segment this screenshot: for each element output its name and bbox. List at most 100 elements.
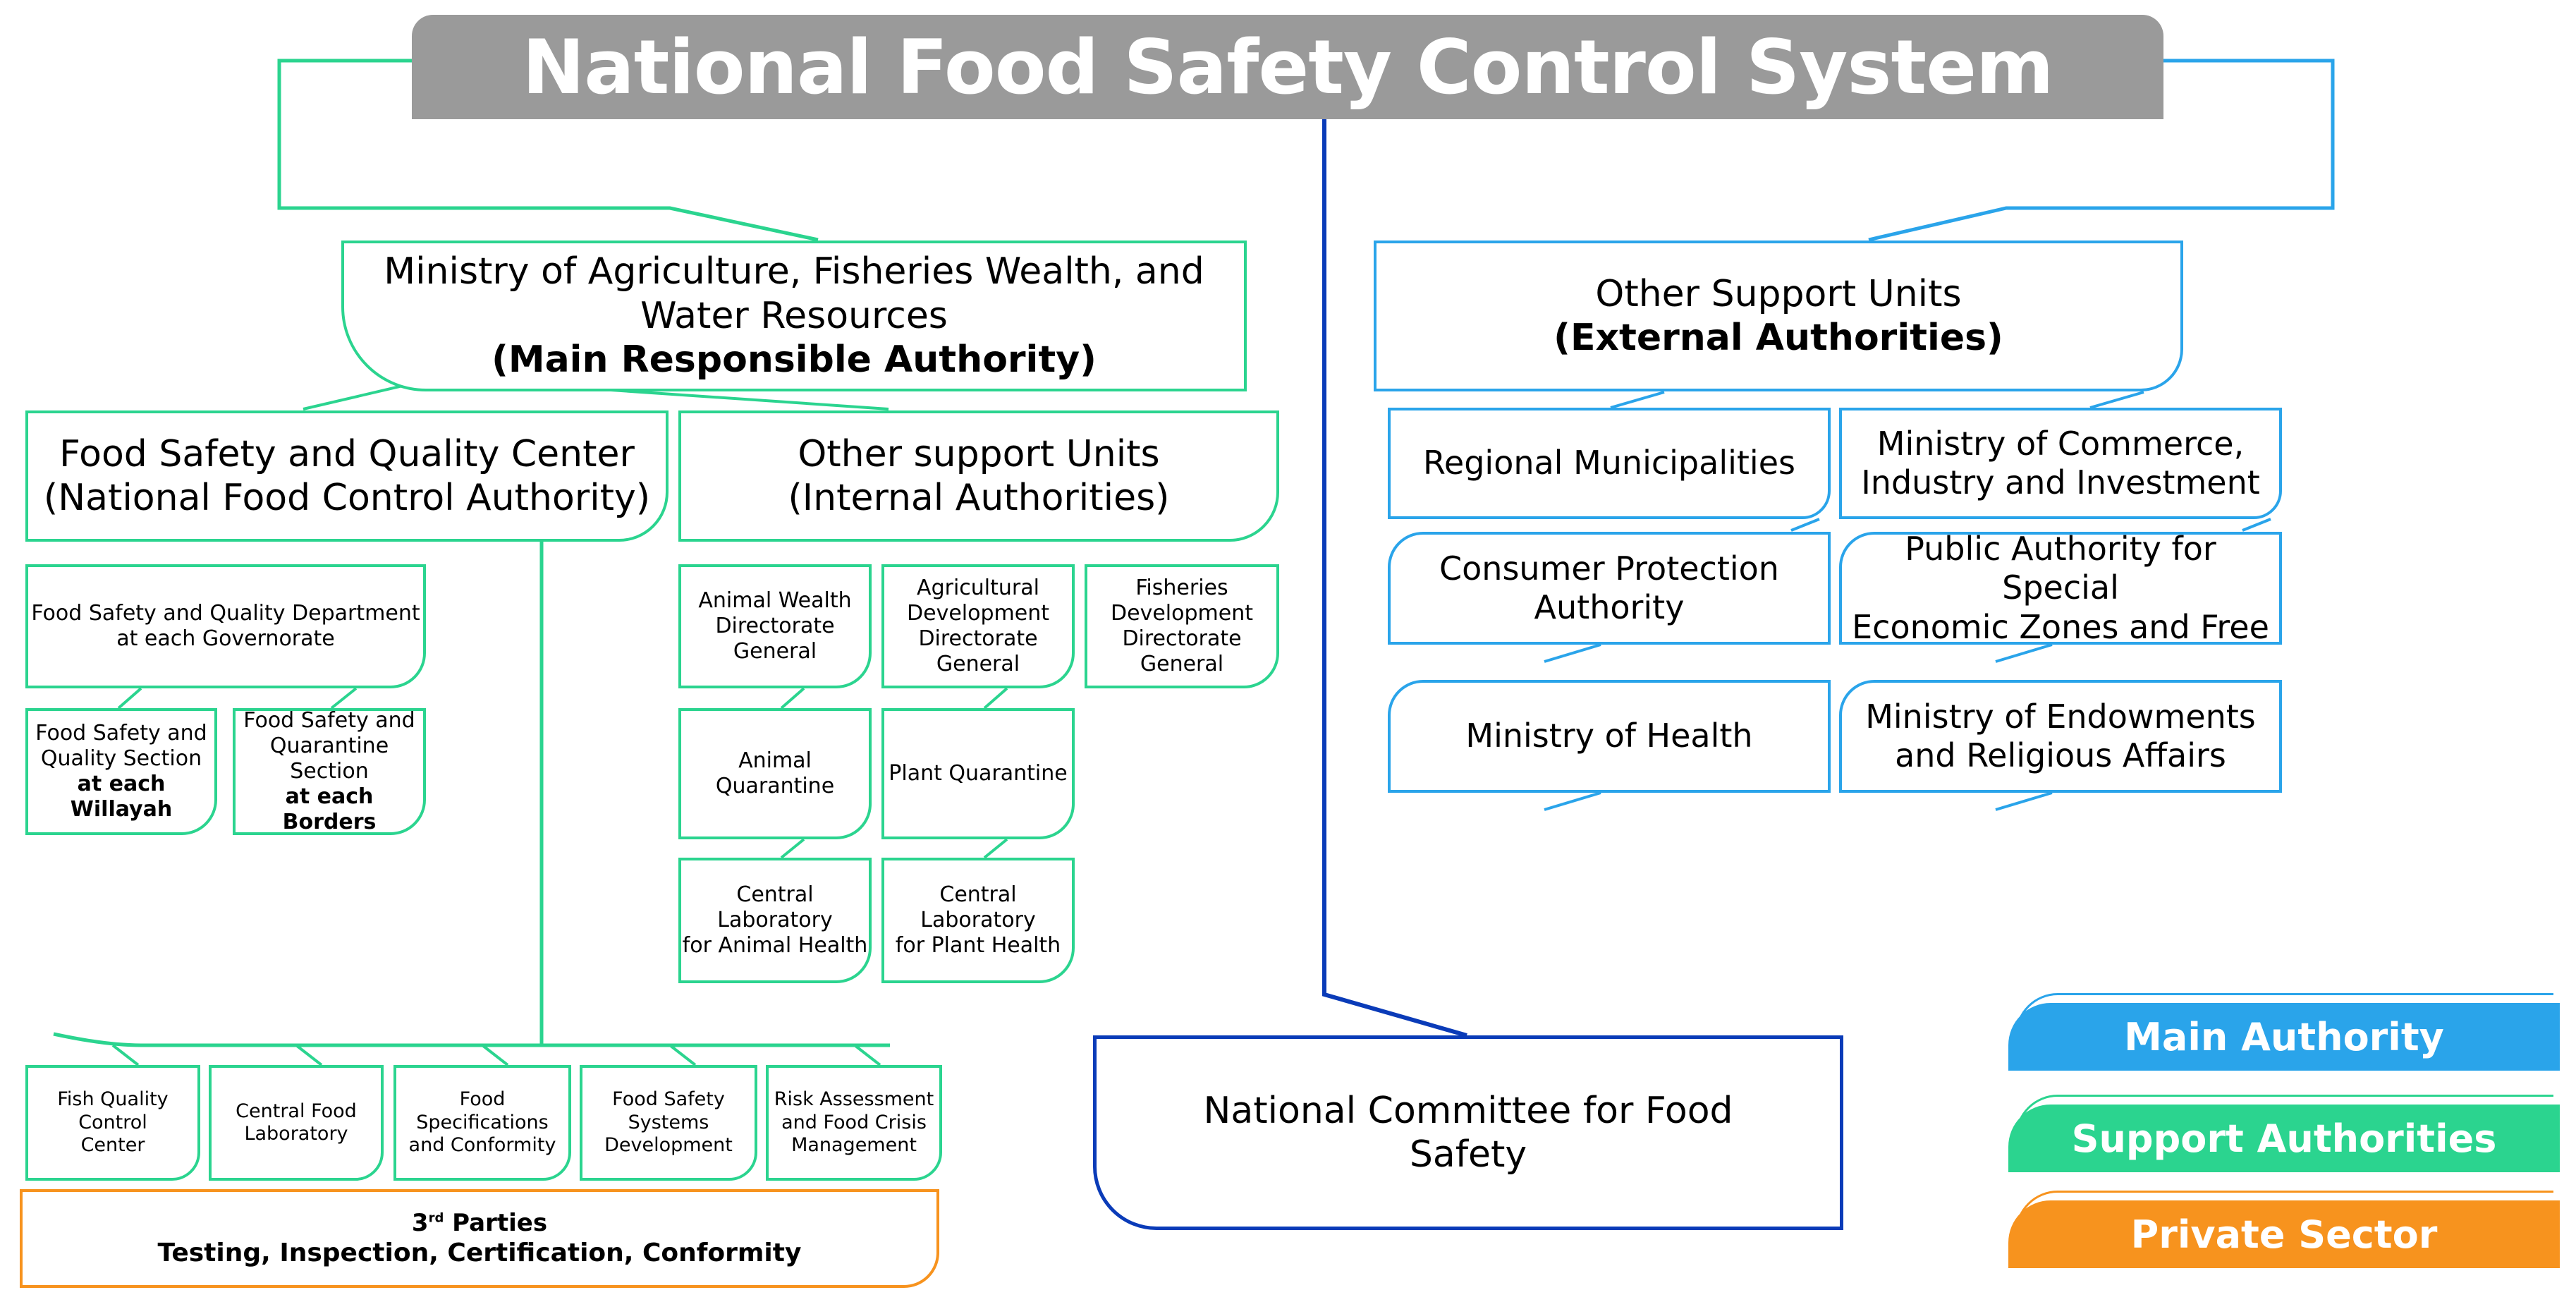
- borders-line2: Quarantine Section: [269, 734, 389, 784]
- connector-ext-moh: [1544, 791, 1601, 811]
- food-specifications-box: Food Specifications and Conformity: [393, 1065, 571, 1181]
- fd-line3: Directorate: [1122, 626, 1242, 651]
- internal-line2: (Internal Authorities): [788, 477, 1170, 519]
- connector-ext-moc: [2242, 518, 2271, 532]
- animal-wealth-box: Animal Wealth Directorate General: [678, 564, 872, 688]
- ext-unit-1-line1: Ministry of Commerce,: [1876, 424, 2245, 463]
- ext-unit-3-line2: Economic Zones and Free: [1852, 607, 2269, 646]
- aw-line1: Animal Wealth: [698, 588, 852, 613]
- fsq-dept-line1: Food Safety and Quality Department: [31, 601, 420, 626]
- borders-line3: at each Borders: [282, 784, 377, 834]
- aw-line3: General: [733, 639, 817, 664]
- page-title: National Food Safety Control System: [522, 23, 2053, 111]
- fsqc-line2: (National Food Control Authority): [43, 477, 651, 519]
- legend-private-label: Private Sector: [2130, 1212, 2438, 1257]
- ministry-health-box: Ministry of Health: [1388, 680, 1831, 793]
- aw-line2: Directorate: [715, 614, 835, 638]
- fd-line4: General: [1140, 652, 1224, 676]
- connector-pq-lab: [983, 838, 1008, 859]
- connector-aq-lab: [780, 838, 805, 859]
- fsq-section-willayah-box: Food Safety and Quality Section at each …: [25, 708, 217, 835]
- food-safety-systems-box: Food Safety Systems Development: [580, 1065, 757, 1181]
- bu0-line2: Center: [80, 1134, 145, 1157]
- ext-unit-5-line2: and Religious Affairs: [1895, 736, 2226, 774]
- ad-line1: Agricultural: [917, 576, 1039, 600]
- external-line1: Other Support Units: [1595, 272, 1962, 315]
- bu2-line1: Food Specifications: [416, 1088, 549, 1133]
- bu3-line2: Systems: [628, 1111, 709, 1133]
- connector-ad-pq: [983, 687, 1008, 710]
- connector-bottom-5: [853, 1044, 881, 1066]
- fsq-dept-line2: at each Governorate: [116, 626, 335, 651]
- connector-title-committee: [1322, 119, 1467, 1038]
- bu1-line1: Central Food: [236, 1100, 357, 1122]
- connector-aw-aq: [780, 687, 805, 710]
- central-food-lab-box: Central Food Laboratory: [209, 1065, 384, 1181]
- third-parties-sup: rd: [428, 1210, 444, 1226]
- connector-ext-mera: [1995, 791, 2053, 811]
- lp-line2: for Plant Health: [895, 933, 1061, 958]
- legend-support-authorities: Support Authorities: [2008, 1095, 2560, 1172]
- ministry-box: Ministry of Agriculture, Fisheries Wealt…: [341, 241, 1247, 391]
- connector-ext-paez: [1995, 643, 2053, 663]
- agricultural-development-box: Agricultural Development Directorate Gen…: [881, 564, 1075, 688]
- central-lab-animal-box: Central Laboratory for Animal Health: [678, 858, 872, 983]
- title-bar: National Food Safety Control System: [412, 15, 2163, 119]
- ministry-line2: Water Resources: [640, 294, 948, 337]
- willayah-line1: Food Safety and: [35, 721, 207, 746]
- ad-line4: General: [936, 652, 1020, 676]
- regional-municipalities-box: Regional Municipalities: [1388, 408, 1831, 519]
- third-parties-line1: 3rd Parties: [412, 1209, 547, 1238]
- legend-main-label: Main Authority: [2124, 1014, 2444, 1059]
- willayah-line2: Quality Section: [40, 746, 202, 771]
- connector-bottom-3: [481, 1044, 509, 1066]
- fd-line2: Development: [1111, 601, 1253, 626]
- la-line2: for Animal Health: [682, 933, 868, 958]
- fish-quality-control-box: Fish Quality Control Center: [25, 1065, 200, 1181]
- bu4-line3: Management: [791, 1134, 917, 1157]
- internal-line1: Other support Units: [798, 432, 1160, 475]
- fsq-department-box: Food Safety and Quality Department at ea…: [25, 564, 426, 688]
- external-role: (External Authorities): [1553, 317, 2003, 359]
- ext-unit-0-line1: Regional Municipalities: [1423, 444, 1795, 482]
- ministry-role: (Main Responsible Authority): [492, 339, 1097, 382]
- bu3-line1: Food Safety: [612, 1088, 725, 1111]
- bu3-line3: Development: [604, 1134, 733, 1157]
- willayah-line3: at each Willayah: [70, 772, 173, 822]
- committee-line2: Safety: [1409, 1133, 1527, 1176]
- connector-ext-reg: [1790, 518, 1820, 532]
- ministry-endowments-box: Ministry of Endowments and Religious Aff…: [1839, 680, 2282, 793]
- bu4-line1: Risk Assessment: [774, 1088, 934, 1111]
- connector-ext-cons: [1544, 643, 1601, 663]
- ad-line3: Directorate: [918, 626, 1038, 651]
- fsqc-line1: Food Safety and Quality Center: [59, 432, 635, 475]
- third-parties-box: 3rd Parties Testing, Inspection, Certifi…: [20, 1189, 939, 1288]
- committee-line1: National Committee for Food: [1203, 1089, 1733, 1132]
- ministry-commerce-box: Ministry of Commerce, Industry and Inves…: [1839, 408, 2282, 519]
- connector-bottom-2: [295, 1044, 323, 1066]
- legend-main-authority: Main Authority: [2008, 993, 2560, 1071]
- bu0-line1: Fish Quality Control: [57, 1088, 169, 1133]
- connector-bottom-1: [111, 1044, 140, 1066]
- pq-line1: Plant Quarantine: [889, 761, 1068, 786]
- connector-bottom-bar: [53, 1032, 890, 1047]
- connector-title-ministry: [277, 59, 819, 242]
- connector-ext-right: [2089, 391, 2144, 409]
- aq-line2: Quarantine: [715, 774, 835, 798]
- internal-authorities-box: Other support Units (Internal Authoritie…: [678, 410, 1279, 542]
- legend-support-label: Support Authorities: [2071, 1116, 2497, 1161]
- special-economic-zones-box: Public Authority for Special Economic Zo…: [1839, 530, 2282, 646]
- connector-dept-willayah: [117, 687, 142, 710]
- fisheries-development-box: Fisheries Development Directorate Genera…: [1085, 564, 1279, 688]
- third-parties-prefix: 3: [411, 1209, 429, 1237]
- la-line1: Central Laboratory: [717, 882, 833, 932]
- lp-line1: Central Laboratory: [920, 882, 1036, 932]
- third-parties-line2: Testing, Inspection, Certification, Conf…: [157, 1238, 802, 1267]
- connector-ext-left: [1610, 391, 1665, 409]
- ext-unit-4-line1: Ministry of Health: [1465, 717, 1753, 755]
- bu1-line2: Laboratory: [244, 1123, 348, 1145]
- risk-assessment-box: Risk Assessment and Food Crisis Manageme…: [766, 1065, 942, 1181]
- national-committee-box: National Committee for Food Safety: [1093, 1035, 1843, 1230]
